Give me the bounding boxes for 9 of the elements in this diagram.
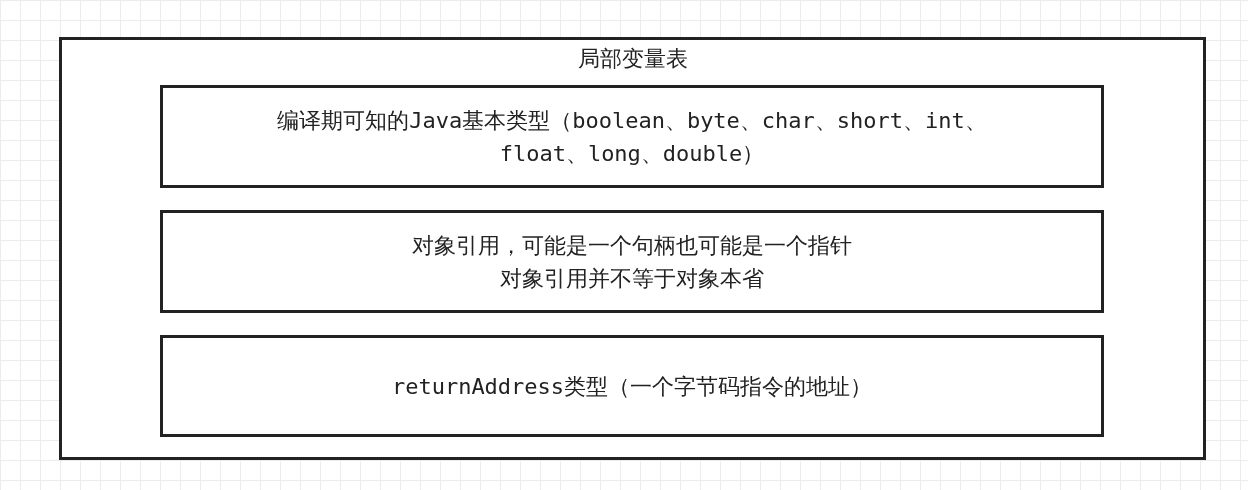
text-line: 对象引用，可能是一个句柄也可能是一个指针 bbox=[412, 231, 852, 260]
content-box bbox=[160, 335, 1104, 437]
content-box bbox=[160, 210, 1104, 313]
text-line: 对象引用并不等于对象本省 bbox=[500, 264, 764, 293]
text-line: returnAddress类型（一个字节码指令的地址） bbox=[391, 372, 873, 401]
content-box bbox=[160, 85, 1104, 188]
heading: 局部变量表 bbox=[576, 45, 689, 73]
text-line: 编译期可知的Java基本类型（boolean、byte、char、short、int、float、long、double） bbox=[276, 106, 988, 168]
table-frame bbox=[59, 37, 1206, 460]
